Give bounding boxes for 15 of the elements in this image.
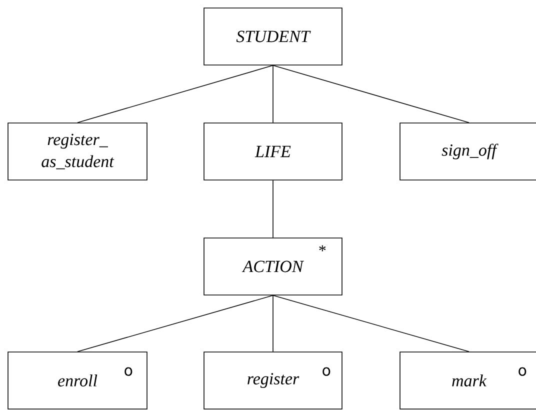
connector-line — [77, 295, 274, 352]
structure-box: sign_off — [400, 122, 536, 180]
connector-line — [272, 65, 274, 123]
connector-line — [272, 65, 470, 123]
connector-line — [77, 65, 274, 123]
selection-mark: o — [322, 367, 330, 376]
connector-line — [272, 295, 470, 352]
selection-mark: o — [518, 367, 526, 376]
selection-mark: o — [124, 367, 132, 376]
structure-box: STUDENT — [204, 8, 342, 66]
structure-box: LIFE — [204, 122, 342, 180]
connector-line — [272, 295, 274, 352]
connector-line — [272, 180, 274, 238]
structure-box: register_ as_student — [8, 122, 148, 180]
iteration-mark: * — [319, 245, 326, 252]
